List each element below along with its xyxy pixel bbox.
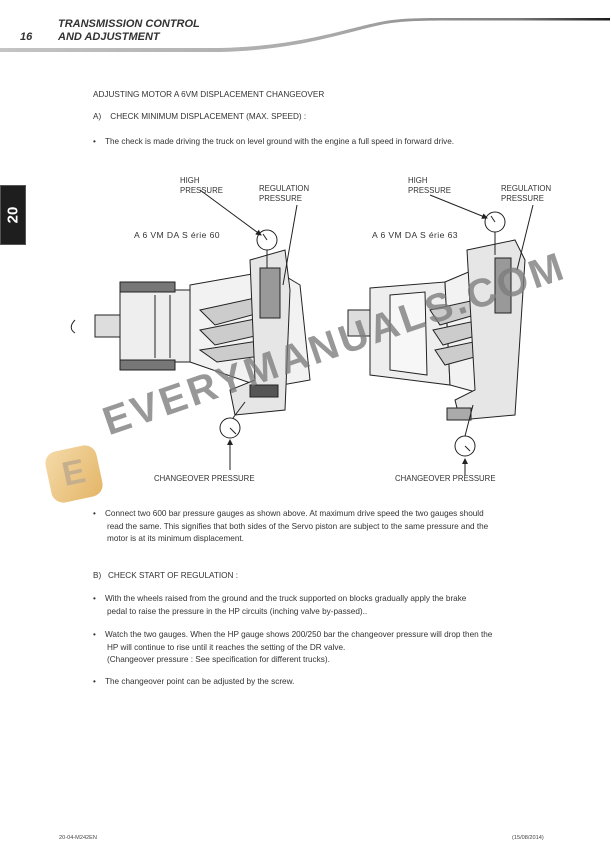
bullet-dot: • xyxy=(93,137,96,146)
bullet-text: The check is made driving the truck on l… xyxy=(105,137,455,146)
bullet-dot: • xyxy=(93,509,96,518)
bullet-item: • The check is made driving the truck on… xyxy=(93,136,553,149)
bullet-item: • Connect two 600 bar pressure gauges as… xyxy=(93,508,553,546)
left-changeover-pressure-label: CHANGEOVER PRESSURE xyxy=(154,474,255,483)
footer-doc-code: 20-04-M242EN xyxy=(59,835,97,841)
bullet-dot: • xyxy=(93,677,96,686)
chapter-title: TRANSMISSION CONTROL AND ADJUSTMENT xyxy=(58,18,200,44)
bullet-dot: • xyxy=(93,594,96,603)
motor-series-60 xyxy=(70,189,311,470)
footer-date: (15/08/2014) xyxy=(512,835,544,841)
chapter-title-line2: AND ADJUSTMENT xyxy=(58,31,160,43)
bullet-item: • Watch the two gauges. When the HP gaug… xyxy=(93,629,553,667)
page-number: 16 xyxy=(20,31,33,43)
motor-cutaway-illustration xyxy=(70,189,534,475)
bullet-item: • With the wheels raised from the ground… xyxy=(93,593,553,618)
left-series-label: A 6 VM DA S érie 60 xyxy=(134,230,220,240)
right-changeover-pressure-label: CHANGEOVER PRESSURE xyxy=(395,474,496,483)
bullet-text: Watch the two gauges. When the HP gauge … xyxy=(105,630,493,665)
right-series-label: A 6 VM DA S érie 63 xyxy=(372,230,458,240)
bullet-text: The changeover point can be adjusted by … xyxy=(105,677,295,686)
chapter-tab-number: 20 xyxy=(4,206,22,224)
chapter-tab: 20 xyxy=(0,185,26,245)
chapter-title-line1: TRANSMISSION CONTROL xyxy=(58,18,200,30)
header-swoosh xyxy=(0,18,610,52)
subsection-b-title: B) CHECK START OF REGULATION : xyxy=(93,571,238,580)
section-title: ADJUSTING MOTOR A 6VM DISPLACEMENT CHANG… xyxy=(93,90,325,99)
subsection-a-title: A) CHECK MINIMUM DISPLACEMENT (MAX. SPEE… xyxy=(93,112,307,121)
bullet-text: With the wheels raised from the ground a… xyxy=(105,594,467,616)
motor-series-63 xyxy=(347,194,534,475)
bullet-item: • The changeover point can be adjusted b… xyxy=(93,676,553,689)
bullet-text: Connect two 600 bar pressure gauges as s… xyxy=(105,509,489,544)
bullet-dot: • xyxy=(93,630,96,639)
